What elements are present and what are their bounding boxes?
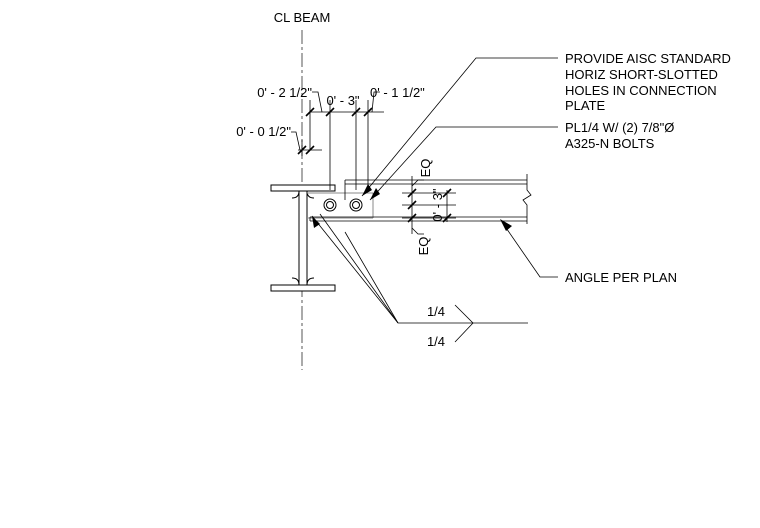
slotted-holes-line-3: HOLES IN CONNECTION	[565, 83, 717, 98]
vertical-dimensions	[402, 176, 456, 235]
dim-bolt-spacing: 0' - 3"	[326, 93, 359, 108]
wide-flange-beam-section	[270, 184, 336, 292]
arrowhead-angle	[500, 219, 512, 231]
connection-plate	[307, 192, 374, 219]
bolt-right	[349, 198, 363, 212]
dim-plate-edge: 0' - 2 1/2"	[257, 85, 312, 100]
dim-gap: 0' - 0 1/2"	[236, 124, 291, 139]
arrowhead-slotted	[362, 184, 372, 196]
centerline-label: CL BEAM	[274, 10, 331, 25]
weld-size-top: 1/4	[427, 304, 445, 319]
slotted-holes-line-1: PROVIDE AISC STANDARD	[565, 51, 731, 66]
angle-callout: ANGLE PER PLAN	[565, 270, 677, 285]
dim-edge-distance: 0' - 1 1/2"	[370, 85, 425, 100]
horizontal-dimensions	[291, 91, 384, 190]
eq-label-bottom: EQ	[416, 237, 431, 256]
dim-vertical-total: 0' - 3"	[430, 188, 445, 221]
angle-member	[309, 174, 532, 224]
plate-bolts-line-1: PL1/4 W/ (2) 7/8"Ø	[565, 120, 674, 135]
break-line	[522, 174, 532, 224]
slotted-holes-line-4: PLATE	[565, 98, 606, 113]
slotted-holes-line-2: HORIZ SHORT-SLOTTED	[565, 67, 718, 82]
callout-leaders	[361, 57, 558, 278]
arrowhead-plate	[370, 188, 380, 200]
eq-label-top: EQ	[418, 159, 433, 178]
weld-size-bottom: 1/4	[427, 334, 445, 349]
bolt-left	[323, 198, 337, 212]
weld-symbol	[311, 213, 528, 343]
plate-bolts-line-2: A325-N BOLTS	[565, 136, 655, 151]
weld-tail	[454, 304, 474, 343]
